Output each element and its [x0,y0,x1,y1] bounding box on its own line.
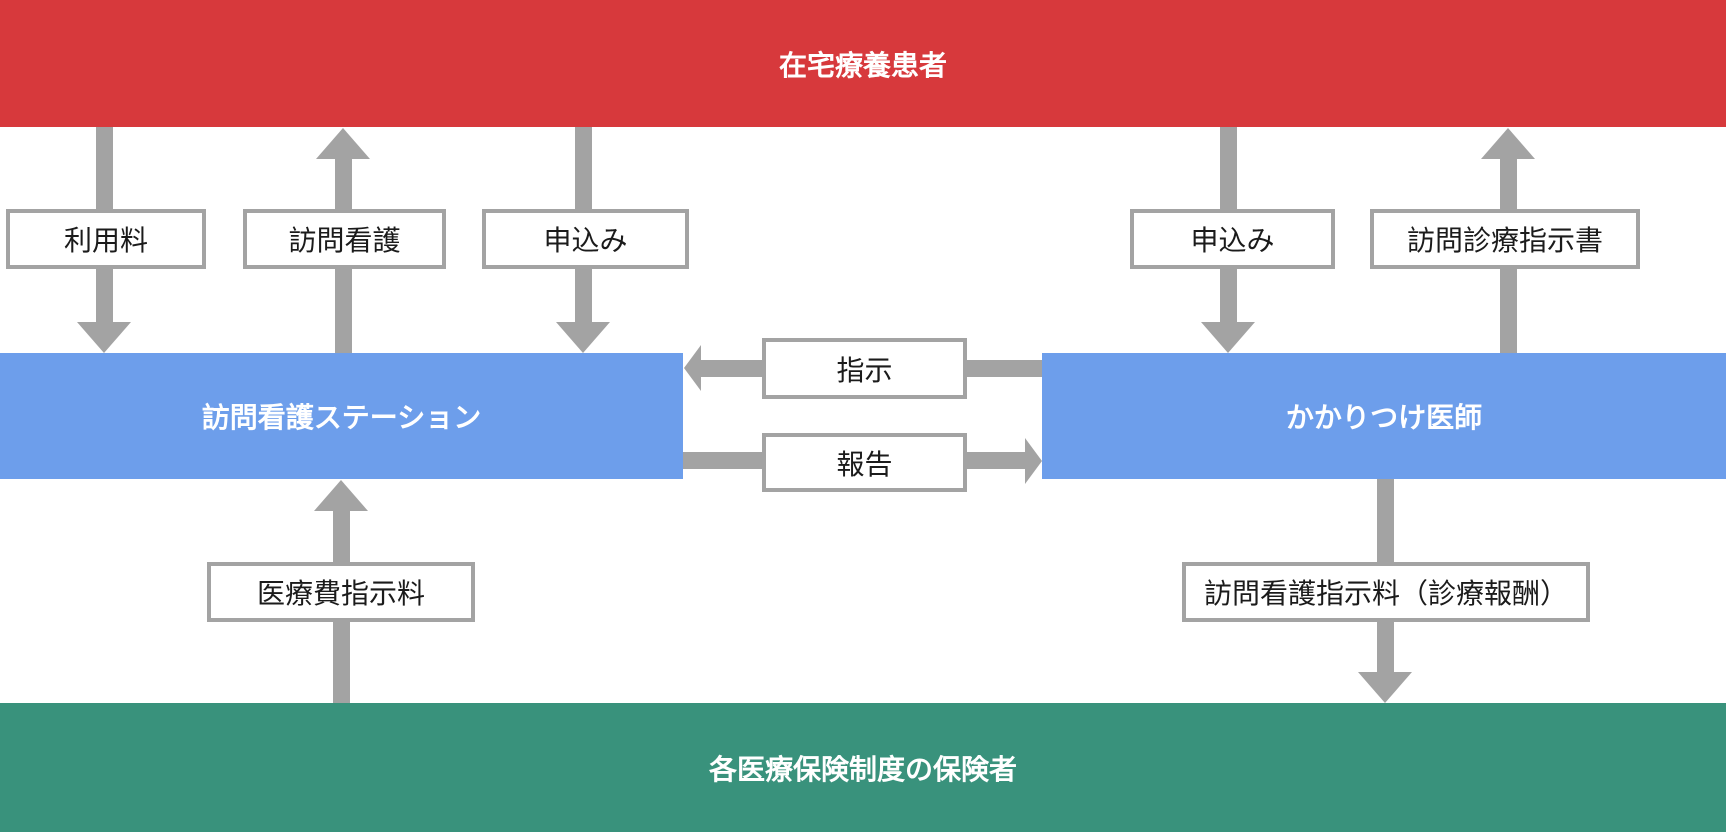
label-application-right: 申込み [1130,209,1335,269]
label-medical-fee-instruction: 医療費指示料 [207,562,475,622]
label-application-left-text: 申込み [543,225,628,256]
arrow-application-left-down-icon [556,322,610,353]
label-visiting-nursing-text: 訪問看護 [288,225,401,256]
label-report: 報告 [762,433,967,492]
arrow-instruction-shaft-left [700,360,762,377]
station-node: 訪問看護ステーション [0,353,683,479]
label-application-right-text: 申込み [1190,225,1275,256]
doctor-node: かかりつけ医師 [1042,353,1726,479]
insurer-banner-label: 各医療保険制度の保険者 [708,753,1017,785]
arrow-usage-fee-down-icon [77,322,131,353]
arrow-instruction-shaft-right [967,360,1042,377]
label-visiting-care-instruction-doc-text: 訪問診療指示書 [1406,225,1603,256]
label-usage-fee-text: 利用料 [63,225,148,256]
station-node-label: 訪問看護ステーション [201,402,482,433]
insurer-banner: 各医療保険制度の保険者 [0,703,1726,832]
arrow-report-shaft-right [967,452,1026,469]
patient-banner-label: 在宅療養患者 [778,49,947,81]
arrow-instruction-left-icon [684,345,701,391]
label-visiting-nursing-instruction-fee-text: 訪問看護指示料（診療報酬） [1203,578,1568,609]
arrow-visiting-nursing-up-icon [316,128,370,159]
label-report-text: 報告 [836,448,893,480]
patient-banner: 在宅療養患者 [0,0,1726,127]
label-visiting-nursing-instruction-fee: 訪問看護指示料（診療報酬） [1182,562,1590,622]
label-visiting-nursing: 訪問看護 [243,209,446,269]
doctor-node-label: かかりつけ医師 [1285,402,1483,433]
label-instruction-text: 指示 [836,354,893,386]
arrow-application-right-down-icon [1201,322,1255,353]
label-instruction: 指示 [762,338,967,399]
arrow-report-right-icon [1025,438,1042,484]
label-visiting-care-instruction-doc: 訪問診療指示書 [1370,209,1640,269]
arrow-nursing-fee-down-icon [1358,672,1412,703]
arrow-care-instruction-up-icon [1481,128,1535,159]
label-application-left: 申込み [482,209,689,269]
label-medical-fee-instruction-text: 医療費指示料 [256,578,425,609]
arrow-medical-fee-up-icon [314,480,368,511]
label-usage-fee: 利用料 [6,209,206,269]
arrow-report-shaft-left [683,452,762,469]
